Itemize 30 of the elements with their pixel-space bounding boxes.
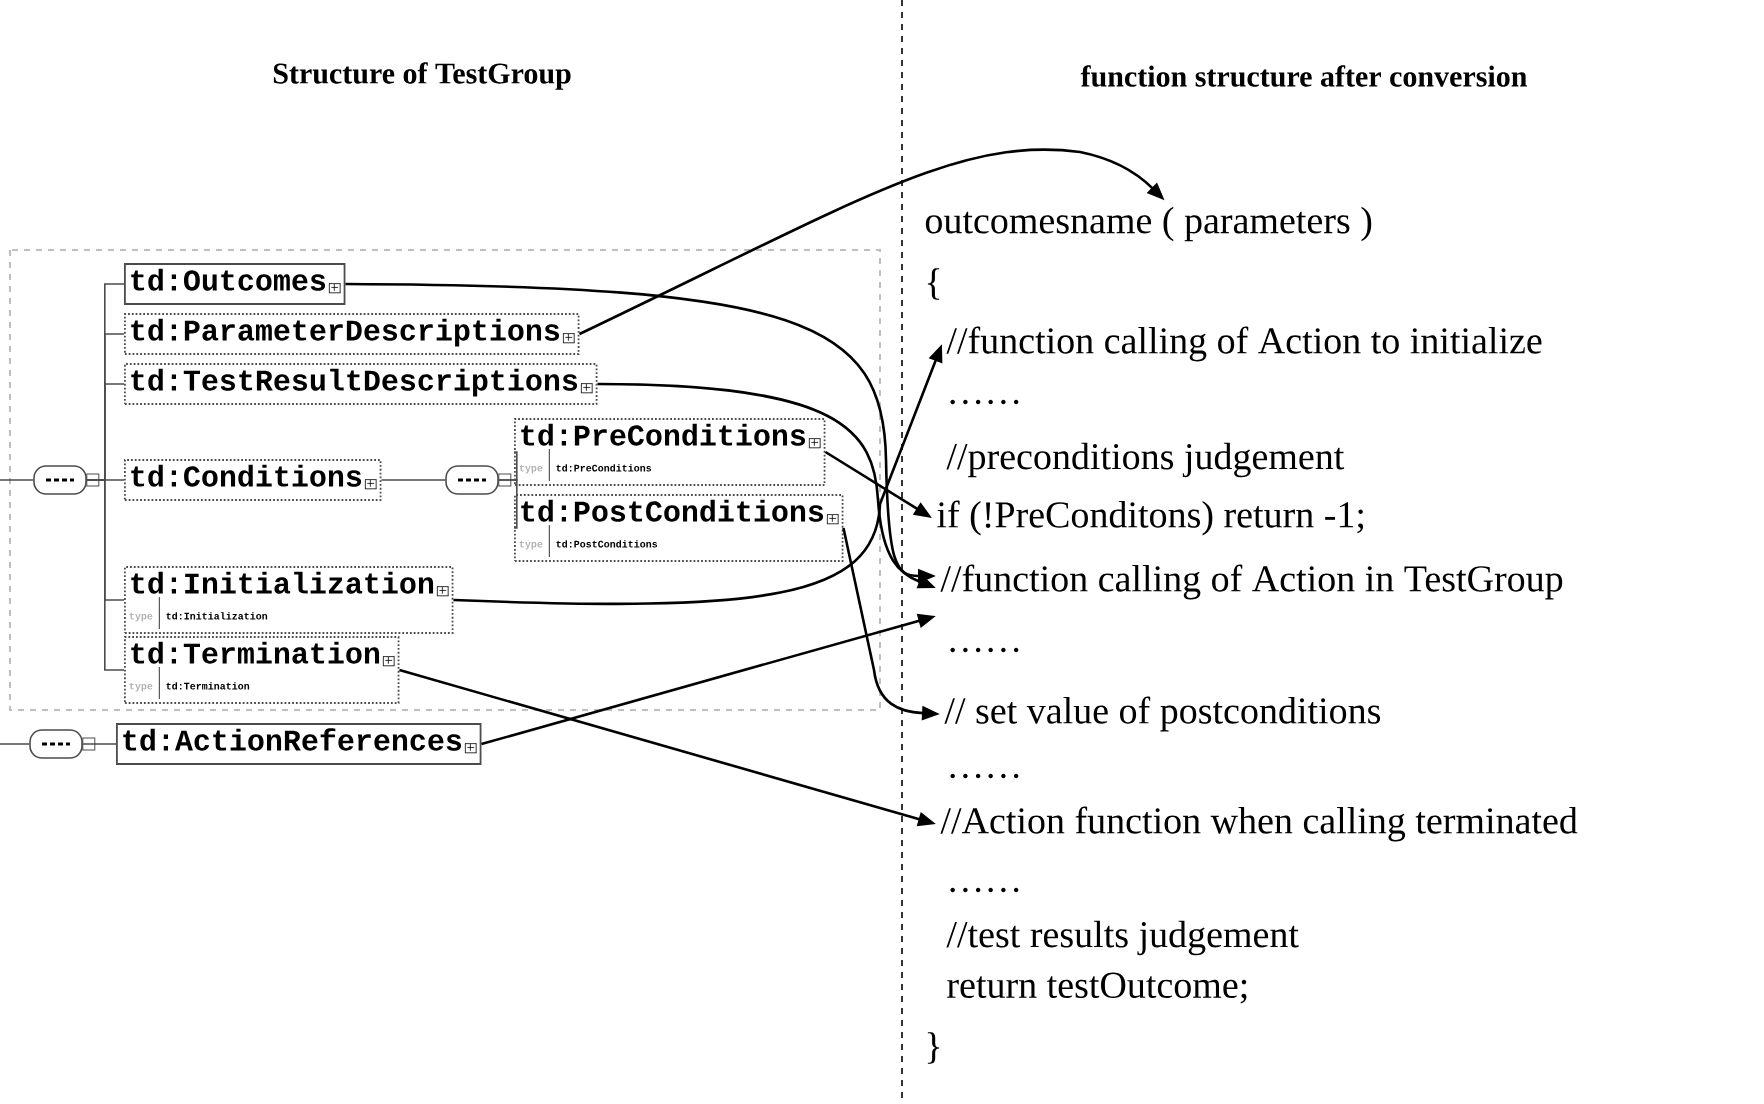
sequence-symbol	[33, 465, 100, 495]
element-box: td:Outcomes	[124, 263, 346, 305]
code-line: //test results judgement	[946, 920, 1299, 956]
element-box: td:ActionReferences	[116, 723, 482, 765]
code-line: }	[927, 1032, 940, 1064]
optional-element-box: td:Conditions	[124, 459, 382, 501]
code-line: // set value of postconditions	[944, 696, 1381, 732]
sequence-symbol	[29, 729, 96, 759]
sequence-symbol	[445, 465, 512, 495]
code-line: {	[927, 268, 940, 300]
code-line: ……	[950, 887, 1019, 893]
code-line: outcomesname ( parameters )	[925, 206, 1372, 242]
code-line: return testOutcome;	[947, 972, 1247, 1004]
code-line: //Action function when calling terminated	[940, 806, 1578, 842]
tree-line	[82, 743, 117, 745]
code-line: if (!PreConditons) return -1;	[937, 500, 1364, 536]
code-line: //function calling of Action to initialize	[946, 326, 1542, 362]
code-line: //preconditions judgement	[946, 442, 1345, 478]
code-line: ……	[950, 399, 1019, 405]
heading: function structure after conversion	[1080, 65, 1527, 87]
tree-line	[86, 479, 125, 671]
tree-line	[498, 479, 518, 529]
code-line: //function calling of Action in TestGroup	[940, 564, 1563, 600]
code-line: ……	[950, 647, 1019, 653]
tree-line	[380, 479, 446, 481]
code-line: ……	[950, 773, 1019, 779]
heading: Structure of TestGroup	[273, 62, 571, 90]
optional-element-box: td:ParameterDescriptions	[124, 313, 580, 355]
tree-line	[0, 479, 34, 745]
optional-element-box: td:TestResultDescriptions	[124, 363, 598, 405]
